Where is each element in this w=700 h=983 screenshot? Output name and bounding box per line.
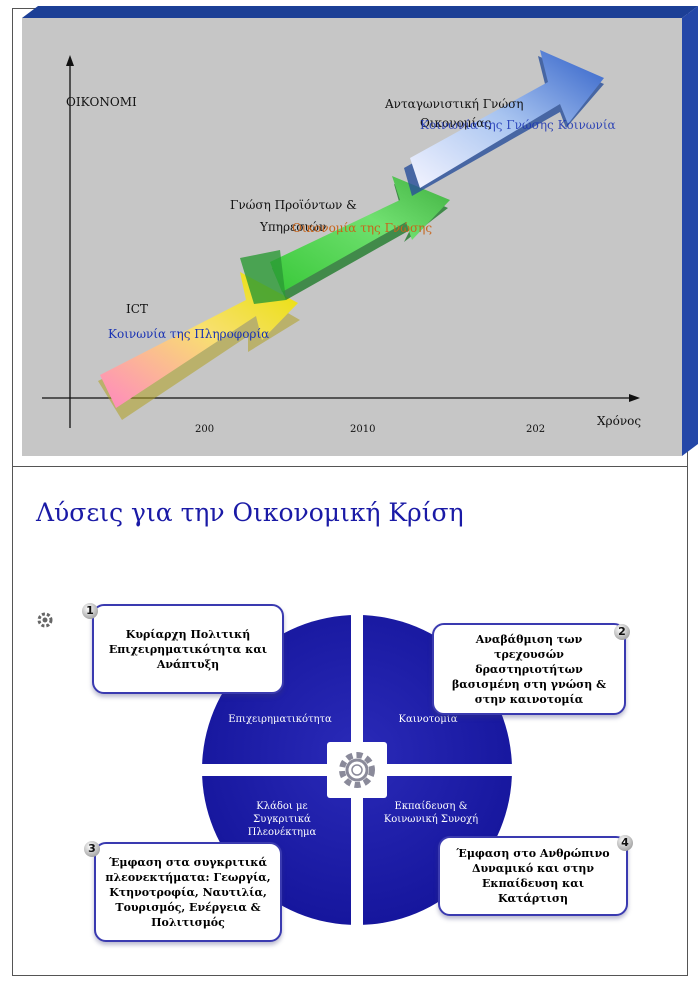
small-gear-icon [37, 612, 53, 628]
x-axis-arrowhead [629, 394, 640, 402]
quadrant-label: Καινοτομία [398, 714, 458, 725]
solution-box-1: Κυρίαρχη Πολιτική Επιχειρηματικότητα και… [92, 604, 284, 694]
slide-divider [12, 466, 688, 467]
stage-2-arrow [240, 176, 450, 304]
stage-3-arrow [404, 50, 604, 196]
stage-2-top-label: Γνώση Προϊόντων & [230, 198, 357, 212]
gear-icon [339, 752, 375, 788]
stage-1-top-label: ICT [126, 302, 148, 316]
stage-3-top-label: Ανταγωνιστική Γνώση [385, 97, 524, 111]
backdrop-top-face [22, 6, 698, 18]
stage-1-bottom-label: Κοινωνία της Πληροφορία [108, 327, 270, 341]
stage-2-bottom-label: Οικονομία της Γνώσης [292, 221, 433, 235]
number-badge: 3 [84, 841, 100, 857]
y-axis-label: ΟΙΚΟΝΟΜΙ [66, 95, 137, 109]
stage-3-bottom-label: Κοινωνία της Γνώσης Κοινωνία [420, 118, 616, 132]
stage-2-top-label-2: Υπηρεσιών [260, 220, 327, 234]
slide-title: Λύσεις για την Οικονομική Κρίση [36, 498, 464, 527]
solution-box-text: Αναβάθμιση των τρεχουσών δραστηριοτήτων … [451, 632, 607, 706]
solution-box-4: Έμφαση στο Ανθρώπινο Δυναμικό και στην Ε… [438, 836, 628, 916]
solution-box-text: Έμφαση στο Ανθρώπινο Δυναμικό και στην Ε… [456, 847, 610, 905]
x-axis-label: Χρόνος [597, 414, 642, 428]
backdrop-side-face [682, 6, 698, 456]
y-axis-arrowhead [66, 55, 74, 66]
solution-box-3: Έμφαση στα συγκριτικά πλεονεκτήματα: Γεω… [94, 842, 282, 942]
slide-economy-evolution: ΟΙΚΟΝΟΜΙ Χρόνος 200 2010 202 ICT Κοινωνί… [0, 0, 700, 466]
x-tick-label: 2010 [350, 424, 376, 435]
number-badge: 4 [617, 835, 633, 851]
quadrant-label: Κλάδοι με Συγκριτικά Πλεονέκτημα [247, 801, 317, 838]
solution-box-text: Έμφαση στα συγκριτικά πλεονεκτήματα: Γεω… [105, 855, 271, 929]
x-tick-label: 202 [526, 424, 546, 435]
number-badge: 1 [82, 603, 98, 619]
quadrant-label: Επιχειρηματικότητα [228, 714, 332, 725]
solution-box-2: Αναβάθμιση των τρεχουσών δραστηριοτήτων … [432, 623, 626, 715]
evolution-diagram [22, 6, 698, 456]
x-tick-label: 200 [195, 424, 215, 435]
stage-1-arrow [98, 272, 300, 420]
solution-box-text: Κυρίαρχη Πολιτική Επιχειρηματικότητα και… [108, 627, 268, 671]
quadrant-label: Εκπαίδευση & Κοινωνική Συνοχή [383, 801, 479, 825]
number-badge: 2 [614, 624, 630, 640]
stage-3-top-label-2: Οικονομίας [420, 116, 492, 130]
